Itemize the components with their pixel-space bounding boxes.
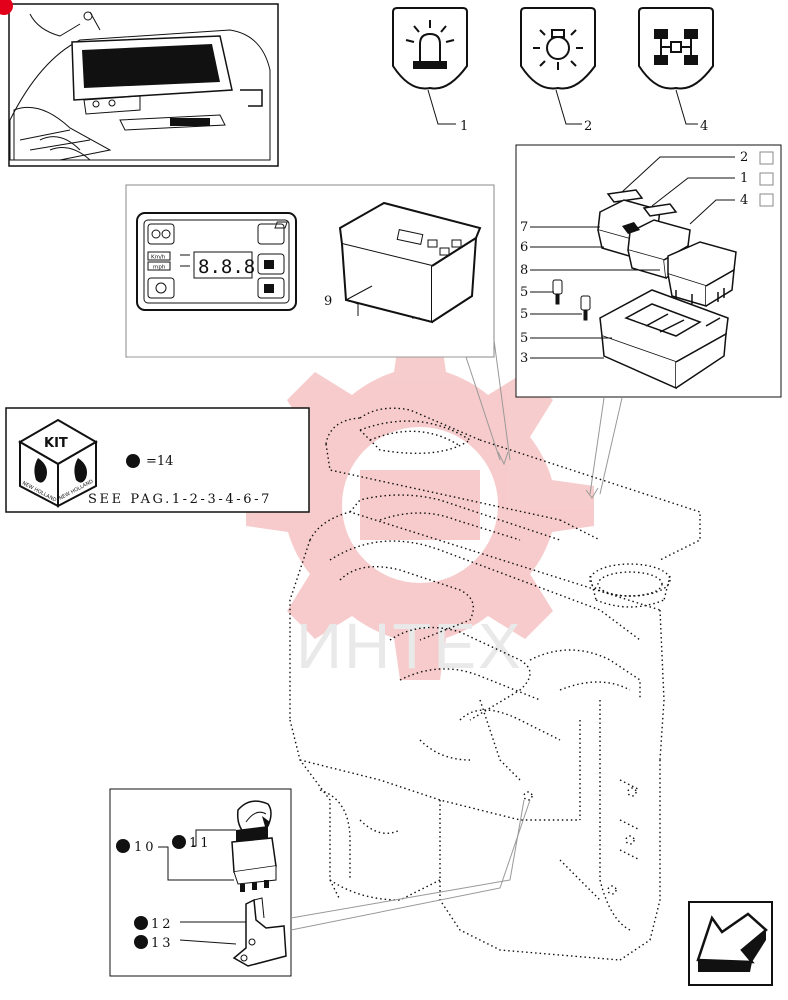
work-light-switch-icon	[520, 7, 596, 90]
callout-7: 7	[520, 220, 528, 235]
watermark-text: ИНТЕХ	[296, 610, 523, 682]
callout-13: 13	[151, 936, 174, 951]
switch-leaders	[290, 799, 531, 931]
bullet-12	[134, 916, 148, 930]
dashboard-inset	[8, 3, 279, 167]
mph-label: mph	[153, 265, 166, 271]
callout-3: 3	[520, 351, 528, 366]
callout-11: 11	[189, 836, 212, 851]
digital-display: 8.8.8	[198, 256, 255, 278]
kit-see-pages: SEE PAG.1-2-3-4-6-7	[88, 492, 272, 507]
beacon-light-icon	[405, 20, 455, 69]
kit-cube-icon: KIT NEW HOLLAND NEW HOLLAND	[18, 418, 98, 508]
kit-label: KIT	[44, 436, 68, 451]
display-panel-box: Km/h mph 8.8.8	[125, 184, 495, 358]
rotary-switch-box: 10 11 12 13	[109, 788, 292, 977]
four-wheel-drive-switch-icon	[638, 7, 714, 90]
box-leaders	[128, 339, 623, 499]
kmh-label: Km/h	[151, 255, 166, 261]
work-light-icon	[533, 29, 583, 70]
four-wheel-drive-icon	[654, 29, 698, 65]
next-page-button[interactable]	[688, 901, 773, 986]
callout-5b: 5	[520, 307, 528, 322]
kit-bullet	[126, 454, 140, 468]
beacon-light-switch-icon	[392, 7, 468, 90]
callout-10: 10	[134, 840, 157, 855]
bullet-11	[172, 835, 186, 849]
kit-qty: =14	[146, 454, 173, 469]
callout-12: 12	[151, 917, 174, 932]
exploded-switch-box: 2 1 4	[515, 144, 782, 398]
callout-9: 9	[324, 294, 332, 309]
callout-2: 2	[584, 119, 592, 134]
console-outline	[289, 407, 701, 961]
corner-badge	[0, 0, 13, 15]
callout-exploded-1: 1	[740, 171, 748, 186]
callout-4: 4	[700, 119, 708, 134]
watermark-gear: ИНТЕХ	[246, 330, 594, 682]
top-leaders	[427, 89, 698, 125]
callout-8: 8	[520, 263, 528, 278]
callout-6: 6	[520, 240, 528, 255]
callout-5c: 5	[520, 331, 528, 346]
callout-exploded-4: 4	[740, 193, 748, 208]
bullet-13	[134, 935, 148, 949]
next-page-arrow-icon	[696, 912, 768, 972]
bullet-10	[116, 839, 130, 853]
callout-1: 1	[460, 119, 468, 134]
callout-exploded-2: 2	[740, 150, 748, 165]
callout-5a: 5	[520, 285, 528, 300]
kit-box: KIT NEW HOLLAND NEW HOLLAND =14 SEE PAG.…	[5, 407, 310, 513]
